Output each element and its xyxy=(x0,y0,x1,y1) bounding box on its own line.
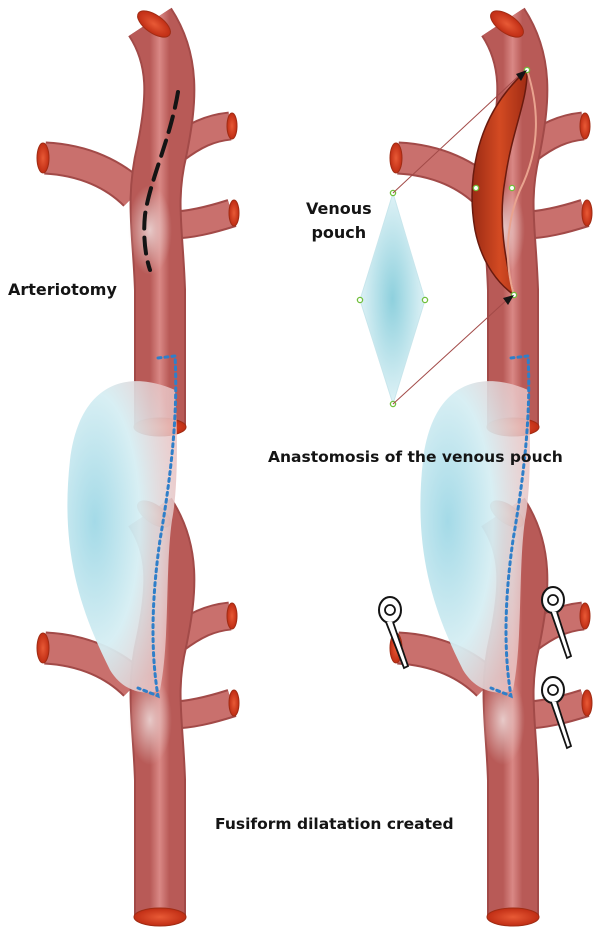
artery-tree xyxy=(37,6,239,436)
label-arteriotomy: Arteriotomy xyxy=(8,280,117,299)
label-venous-pouch-line-1: Venous xyxy=(306,197,372,221)
panel-clipped xyxy=(379,356,592,926)
panel-arteriotomy xyxy=(37,6,239,436)
label-fusiform-dilatation: Fusiform dilatation created xyxy=(215,815,454,833)
label-anastomosis: Anastomosis of the venous pouch xyxy=(268,448,563,466)
panel-anastomosis xyxy=(357,6,592,436)
label-venous-pouch-line-2: pouch xyxy=(306,221,372,245)
label-venous-pouch: Venous pouch xyxy=(306,197,372,245)
panel-fusiform xyxy=(37,356,239,926)
